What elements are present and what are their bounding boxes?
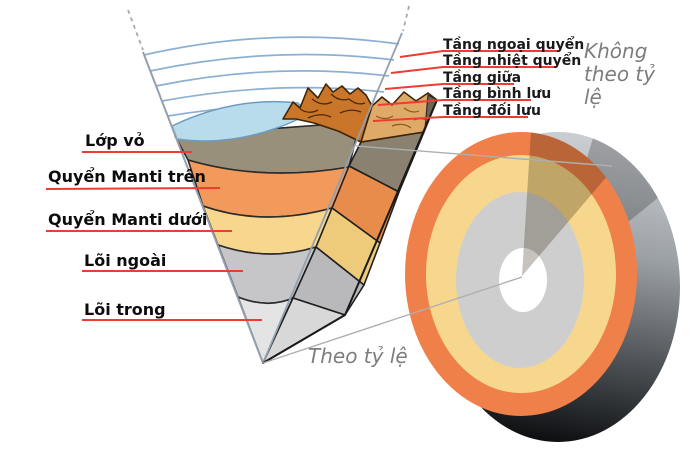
wedge-left-edge bbox=[142, 51, 264, 364]
layer-label-outer-core: Lõi ngoài bbox=[84, 251, 167, 270]
layer-label-lower-mantle: Quyển Manti dưới bbox=[48, 210, 208, 229]
wedge-left-edge-dashed bbox=[127, 9, 144, 51]
note-not-to-scale: Không theo tỷ lệ bbox=[584, 39, 656, 109]
connector-bottom bbox=[262, 276, 523, 364]
layer-label-crust: Lớp vỏ bbox=[85, 131, 145, 150]
connector-top bbox=[355, 145, 613, 167]
atmosphere-label-troposphere: Tầng đối lưu bbox=[443, 103, 541, 119]
globe-inner-core bbox=[499, 248, 547, 312]
atmosphere-label-exosphere: Tầng ngoại quyển bbox=[443, 37, 585, 53]
layer-label-inner-core: Lõi trong bbox=[84, 300, 166, 319]
atmosphere-label-stratosphere: Tầng bình lưu bbox=[443, 86, 552, 102]
atmosphere-arcs bbox=[143, 36, 400, 117]
scale-connector-lines bbox=[262, 145, 613, 364]
wedge-right-outline bbox=[262, 99, 438, 364]
wedge-fold-edge bbox=[262, 32, 403, 364]
atmosphere-label-thermosphere: Tầng nhiệt quyển bbox=[443, 53, 582, 69]
layer-label-upper-mantle: Quyển Manti trên bbox=[48, 167, 206, 186]
atmosphere-label-mesosphere: Tầng giữa bbox=[443, 70, 522, 86]
globe-sector-highlight bbox=[522, 132, 614, 276]
note-to-scale: Theo tỷ lệ bbox=[308, 344, 408, 368]
wedge-fold-edge-dashed bbox=[402, 5, 410, 32]
mountain-ridge-lines bbox=[299, 93, 366, 119]
mountains-front bbox=[282, 83, 373, 143]
leader-lines bbox=[45, 50, 558, 321]
globe-cross-section bbox=[405, 132, 680, 442]
